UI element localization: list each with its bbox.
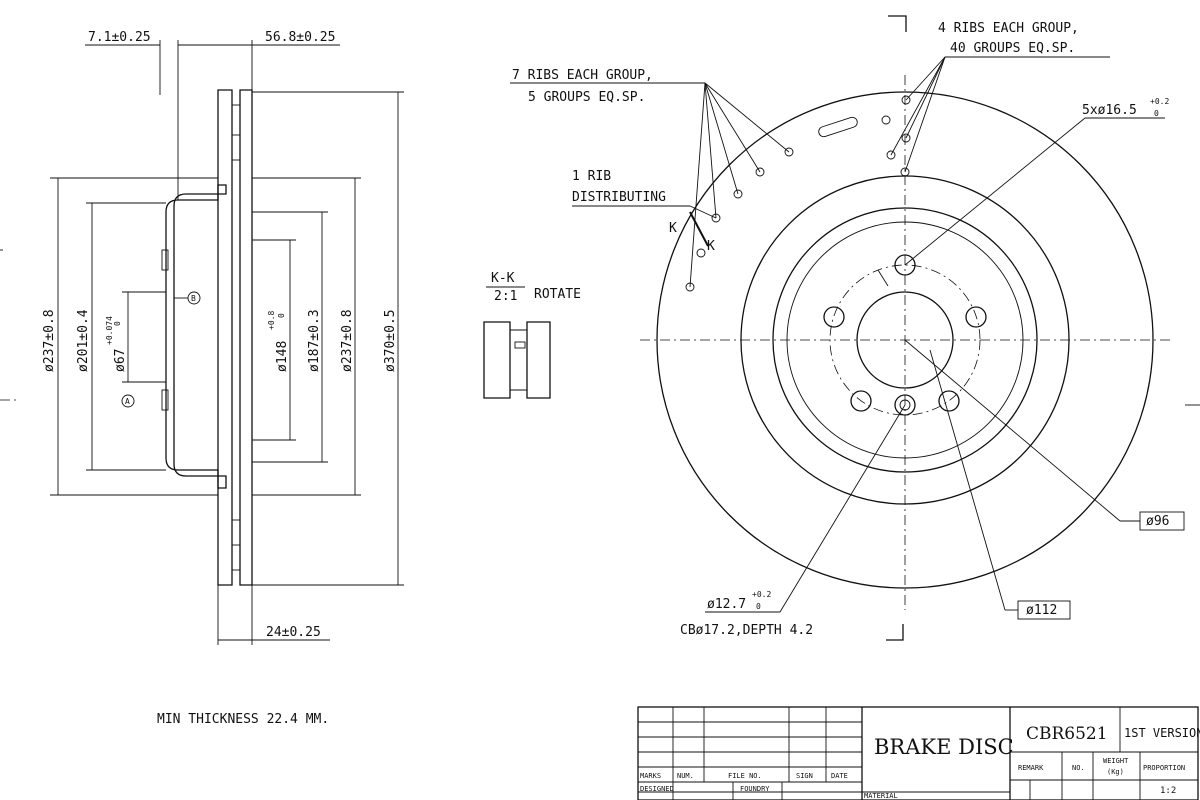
- tb-proportion-value: 1:2: [1160, 786, 1176, 796]
- d112-label: ø112: [1026, 603, 1057, 618]
- ring-left-plate: [217, 89, 233, 586]
- dim-thickness: 24±0.25: [266, 625, 321, 640]
- bolt-holes-callout: 5xø16.5: [1082, 103, 1137, 118]
- title-block: MARKS NUM. FILE NO. SIGN DATE DESIGNED F…: [637, 706, 1200, 800]
- dim-d148-tol: +0.8: [267, 311, 276, 330]
- dim-d237-outer: ø237±0.8: [42, 309, 57, 372]
- bolt-tol-top: +0.2: [1150, 97, 1169, 106]
- d127-label: ø12.7: [707, 597, 746, 612]
- datum-b: B: [191, 294, 196, 303]
- version-label: 1ST VERSION: [1124, 726, 1200, 740]
- tb-designed: DESIGNED: [640, 785, 674, 793]
- tb-sign: SIGN: [796, 772, 813, 780]
- rib-dist-line2: DISTRIBUTING: [572, 190, 666, 205]
- ring-right-plate: [239, 89, 253, 586]
- d96-label: ø96: [1146, 514, 1169, 529]
- rib-dist-line1: 1 RIB: [572, 169, 611, 184]
- centre-bore: [856, 291, 954, 389]
- tb-weight: WEIGHT: [1103, 757, 1129, 765]
- tb-num: NUM.: [677, 772, 694, 780]
- vent-ribs: [232, 104, 240, 571]
- section-label: K-K: [491, 271, 515, 286]
- section-scale: 2:1: [494, 289, 517, 304]
- tb-proportion: PROPORTION: [1143, 764, 1185, 772]
- dim-d67-tol: +0.074: [105, 316, 114, 345]
- counterbore-label: CBø17.2,DEPTH 4.2: [680, 623, 813, 638]
- min-thickness-note: MIN THICKNESS 22.4 MM.: [157, 712, 329, 727]
- section-rotate: ROTATE: [534, 287, 581, 302]
- section-mark-k2: K: [707, 239, 715, 254]
- ribs-7-line2: 5 GROUPS EQ.SP.: [528, 90, 645, 105]
- frame-corner-bottom: [886, 624, 904, 641]
- hat-outer-edge: [772, 207, 1038, 473]
- vent-holes: [685, 95, 911, 292]
- dim-d148: ø148: [275, 341, 290, 372]
- datum-b-marker: [187, 291, 201, 305]
- ribs-4-line2: 40 GROUPS EQ.SP.: [950, 41, 1075, 56]
- tb-material: MATERIAL: [864, 792, 898, 800]
- bolt-tol-bot: 0: [1154, 109, 1159, 118]
- part-number: CBR6521: [1026, 724, 1108, 744]
- tb-weight-unit: (Kg): [1107, 768, 1124, 776]
- tb-no: NO.: [1072, 764, 1085, 772]
- dim-overall-height: 56.8±0.25: [265, 30, 335, 45]
- d112-box: [1017, 600, 1071, 620]
- dim-d67-tol2: 0: [113, 321, 122, 326]
- ribs-4-line1: 4 RIBS EACH GROUP,: [938, 21, 1079, 36]
- datum-a-marker: [121, 394, 135, 408]
- tb-marks: MARKS: [640, 772, 661, 780]
- ribs-7-line1: 7 RIBS EACH GROUP,: [512, 68, 653, 83]
- section-cut-line: [689, 211, 709, 247]
- datum-a: A: [125, 397, 130, 406]
- tb-file-no: FILE NO.: [728, 772, 762, 780]
- side-view: 7.1±0.25 56.8±0.25 ø237±0.8 ø201±0.4 ø67…: [0, 30, 404, 645]
- drawing-title: BRAKE DISC: [874, 735, 1014, 759]
- dim-d237-inner: ø237±0.8: [340, 309, 355, 372]
- d127-tol-bot: 0: [756, 602, 761, 611]
- dim-d187: ø187±0.3: [307, 309, 322, 372]
- d96-box: [1139, 511, 1185, 531]
- bolt-holes: [823, 254, 987, 416]
- d127-tol-top: +0.2: [752, 590, 771, 599]
- dim-d148-tol2: 0: [277, 313, 286, 318]
- section-kk: K-K 2:1 ROTATE: [483, 271, 581, 399]
- tb-foundry: FOUNDRY: [740, 785, 770, 793]
- dim-d201: ø201±0.4: [76, 309, 91, 372]
- frame-corner-top: [888, 15, 907, 32]
- leaders-7-ribs: [510, 82, 790, 288]
- outer-diameter: [656, 91, 1154, 589]
- hub-hole-top: [161, 249, 169, 271]
- hub-hat-section: [165, 184, 227, 489]
- dim-d370: ø370±0.5: [383, 309, 398, 372]
- leaders-4-ribs: [890, 56, 1110, 173]
- dim-d67: ø67: [113, 349, 128, 372]
- dim-flange-offset: 7.1±0.25: [88, 30, 151, 45]
- hub-hole-bottom: [161, 389, 169, 411]
- front-view: 7 RIBS EACH GROUP, 5 GROUPS EQ.SP. 4 RIB…: [510, 15, 1185, 641]
- tb-date: DATE: [831, 772, 848, 780]
- section-mark-k1: K: [669, 221, 677, 236]
- tb-remark: REMARK: [1018, 764, 1044, 772]
